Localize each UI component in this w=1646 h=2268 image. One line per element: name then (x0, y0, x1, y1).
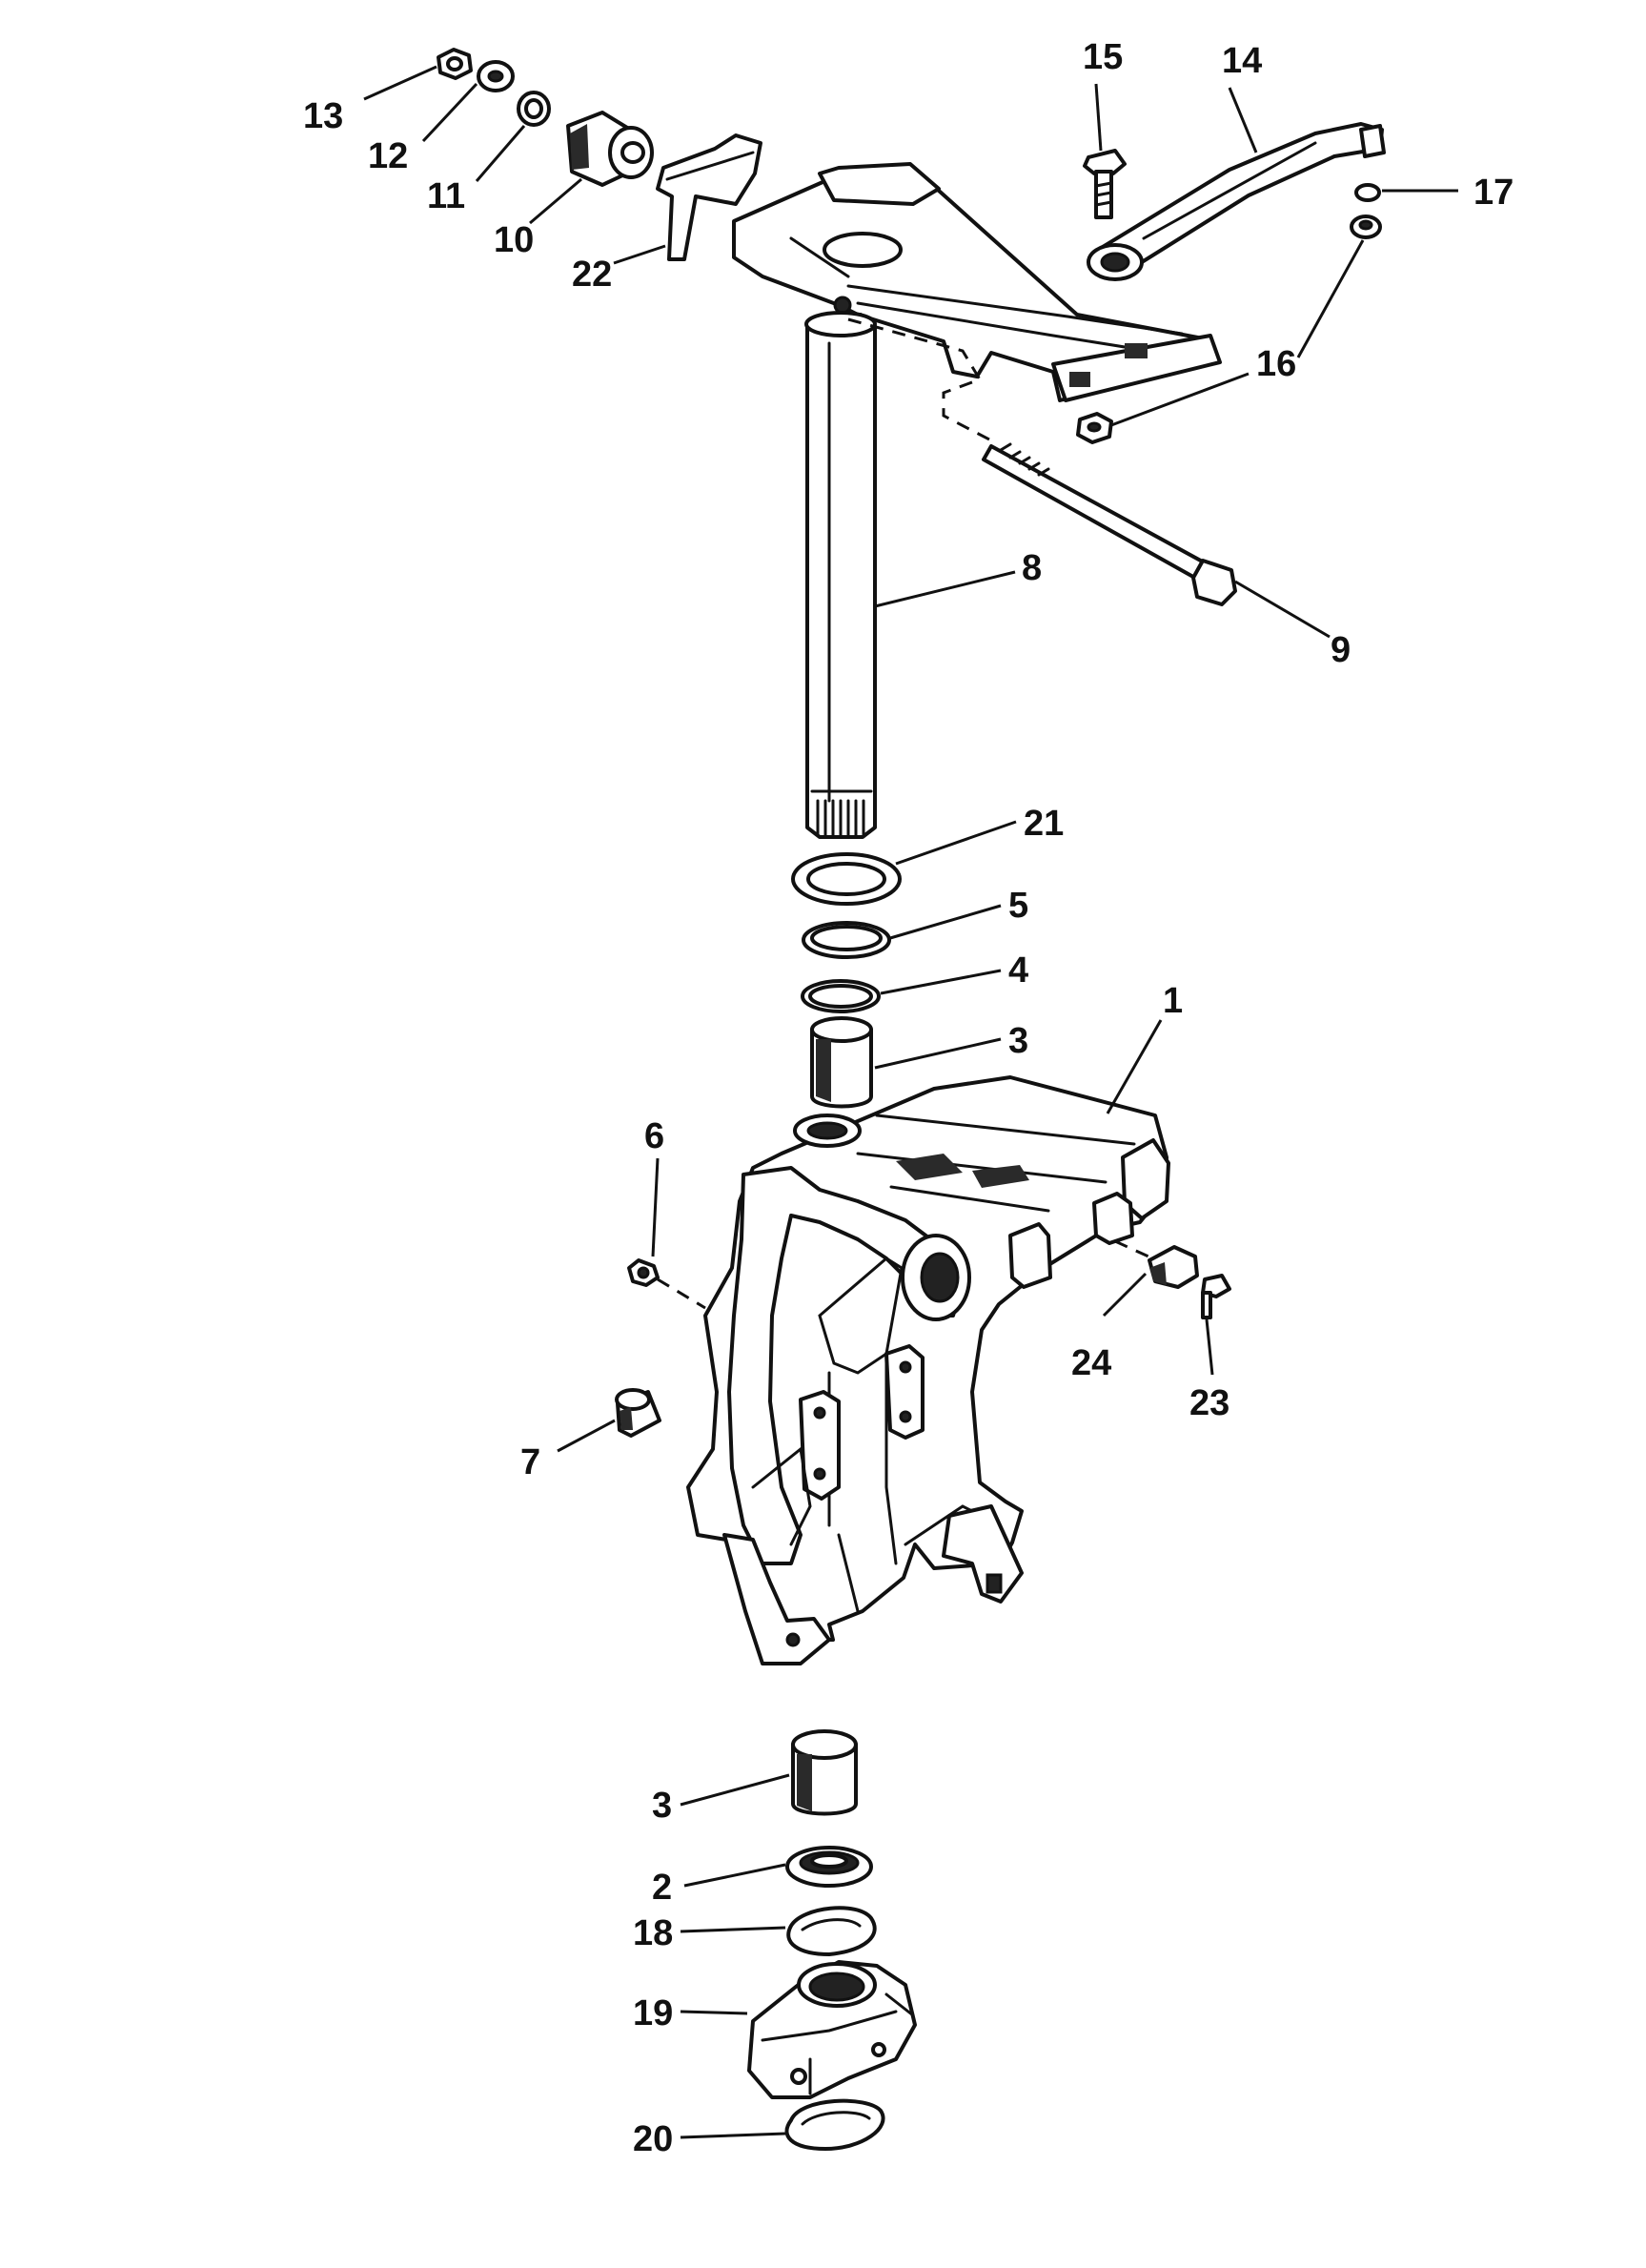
nut-16-lower (1076, 412, 1113, 444)
callout-14: 14 (1222, 41, 1262, 81)
callout-3-lower: 3 (652, 1786, 672, 1826)
snap-ring-20 (784, 2098, 885, 2151)
callout-2: 2 (652, 1868, 672, 1908)
callout-labels: 1 2 3 3 4 5 6 7 8 9 10 11 12 13 14 15 16… (303, 37, 1514, 2159)
callout-19: 19 (633, 1993, 673, 2033)
callout-10: 10 (494, 220, 534, 260)
callout-1: 1 (1163, 981, 1183, 1021)
tie-bar-bolt-path (847, 317, 992, 442)
washer-18 (786, 1906, 877, 1956)
callout-6: 6 (644, 1116, 664, 1156)
callout-23: 23 (1189, 1383, 1229, 1423)
callout-4: 4 (1008, 950, 1028, 991)
callout-3-upper: 3 (1008, 1021, 1028, 1061)
bushing-10 (566, 111, 654, 187)
bushing-3-lower (791, 1729, 858, 1816)
callout-5: 5 (1008, 886, 1028, 926)
washer-11 (517, 91, 551, 127)
callout-16-upper: 16 (1256, 344, 1296, 384)
steering-yoke-19 (747, 1960, 917, 2099)
tie-bar (1087, 122, 1386, 281)
bushing-7 (615, 1388, 661, 1438)
bracket-plate-22 (656, 133, 762, 261)
thrust-washer-21 (791, 852, 902, 906)
callout-20: 20 (633, 2119, 673, 2159)
steering-tube (804, 311, 877, 839)
callout-17: 17 (1473, 173, 1514, 213)
callout-24: 24 (1071, 1343, 1111, 1383)
nut-16-right (1350, 215, 1382, 239)
callout-13: 13 (303, 96, 343, 136)
callout-8: 8 (1022, 548, 1042, 588)
callout-18: 18 (633, 1913, 673, 1953)
leader-lines (363, 65, 1458, 2139)
steering-arm-bracket (732, 162, 1222, 402)
callout-15: 15 (1083, 37, 1123, 77)
washer-17 (1354, 183, 1381, 202)
callout-22: 22 (572, 255, 612, 295)
grease-fitting-path (657, 1277, 706, 1310)
tilt-tube-bolt (982, 442, 1237, 606)
clip-path (1114, 1239, 1149, 1258)
seal-5 (802, 921, 891, 959)
grease-fitting-6 (627, 1258, 660, 1287)
callout-9: 9 (1331, 630, 1351, 670)
washer-12 (477, 60, 515, 92)
callout-7: 7 (520, 1442, 540, 1482)
callout-12: 12 (368, 136, 408, 176)
bushing-3-upper (810, 1016, 873, 1109)
screw-23 (1201, 1274, 1231, 1319)
seal-2 (785, 1846, 873, 1888)
o-ring-4 (801, 979, 881, 1013)
swivel-bracket (686, 1075, 1170, 1665)
callout-21: 21 (1024, 804, 1064, 844)
nut-13 (437, 48, 473, 80)
clip-24 (1148, 1245, 1199, 1289)
callout-11: 11 (427, 176, 465, 216)
bolt-15 (1083, 149, 1127, 219)
